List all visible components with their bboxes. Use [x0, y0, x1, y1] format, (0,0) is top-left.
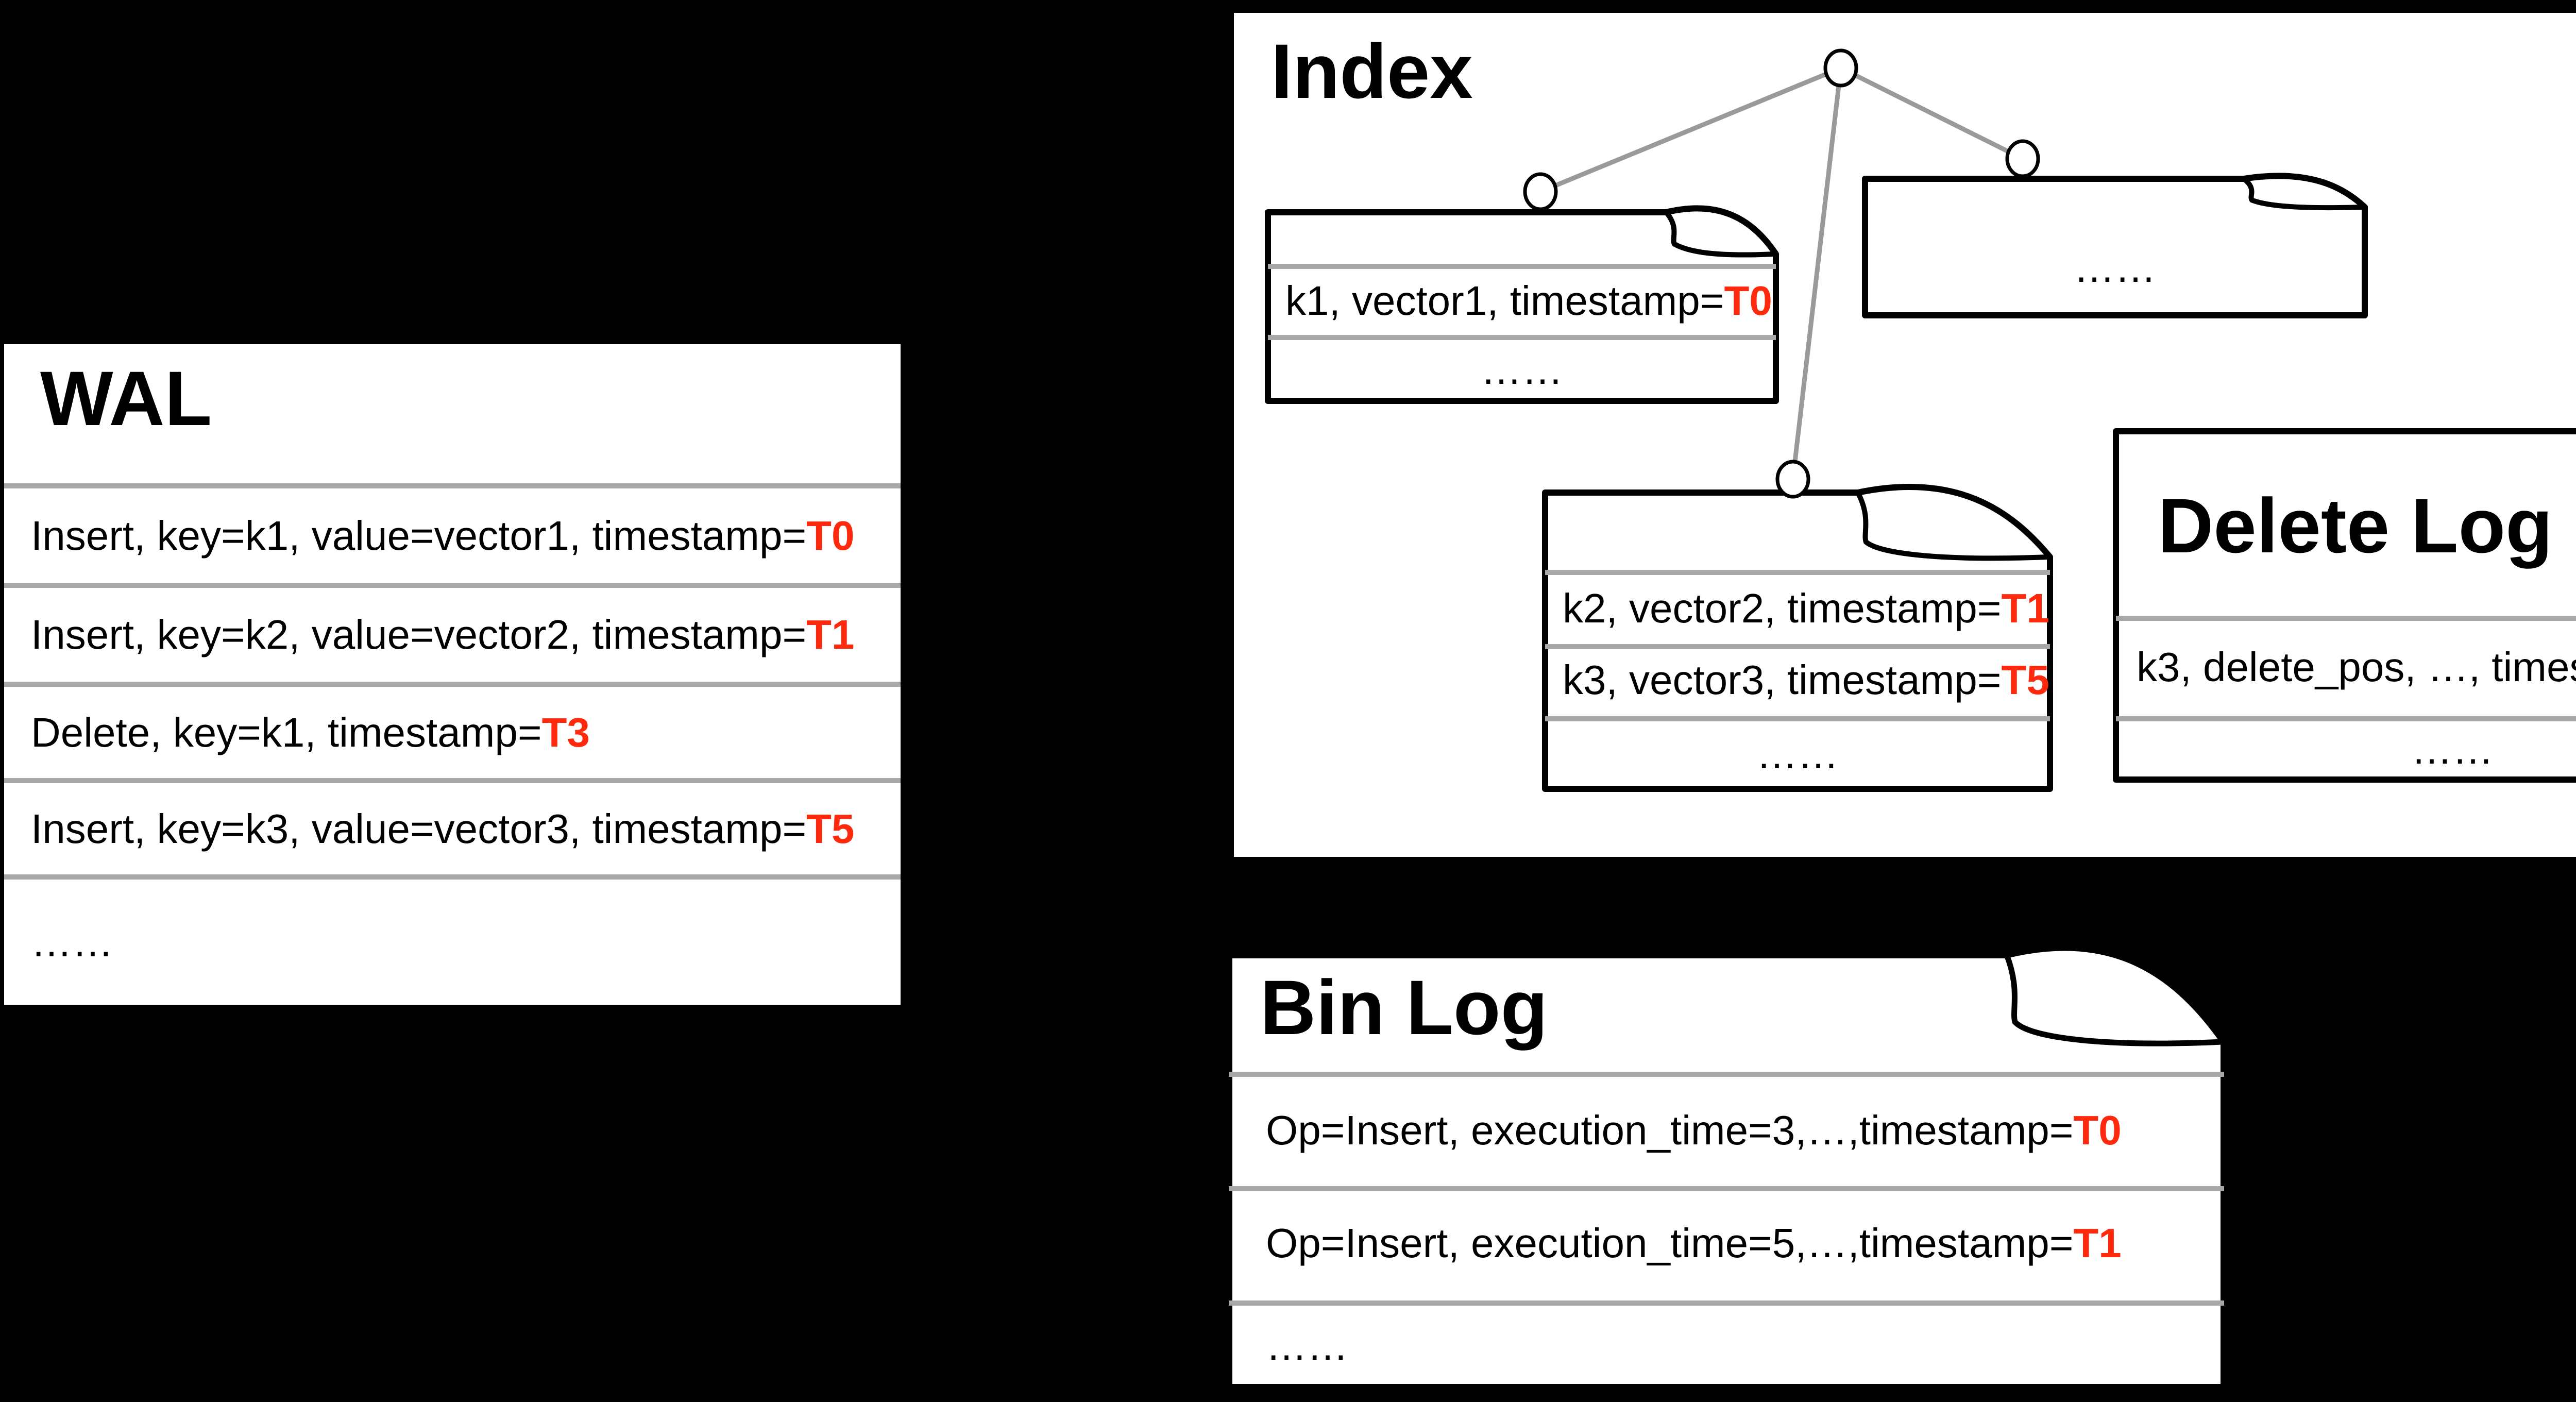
ellipsis-text: …… — [1481, 346, 1563, 393]
delete-log-row-k3: k3, delete_pos, …, timestamp=T3 — [2116, 618, 2576, 716]
tree-node-right — [2005, 139, 2040, 178]
wal-row-text: Insert, key=k3, value=vector3, timestamp… — [31, 805, 855, 852]
wal-panel: WAL Insert, key=k1, value=vector1, times… — [4, 344, 901, 1005]
delete-log-row-text: k3, delete_pos, …, timestamp=T3 — [2137, 644, 2576, 690]
row-separator — [2116, 616, 2576, 621]
tree-node-root — [1823, 48, 1858, 88]
segment-row-ellipsis: …… — [1268, 335, 1776, 404]
timestamp-value: T0 — [2073, 1107, 2122, 1153]
bin-log-row-t1: Op=Insert, execution_time=5,…,timestamp=… — [1229, 1186, 2224, 1300]
bin-log-row-text: Op=Insert, execution_time=3,…,timestamp=… — [1266, 1107, 2122, 1153]
row-separator — [1545, 644, 2050, 649]
timestamp-value: T0 — [806, 512, 855, 559]
ellipsis-text: …… — [31, 919, 113, 965]
row-separator — [1545, 716, 2050, 721]
delete-log-row-ellipsis: …… — [2116, 716, 2576, 783]
bin-log-title: Bin Log — [1260, 964, 1548, 1051]
document-shape — [1542, 483, 2053, 792]
index-segment-file-more: …… — [1861, 173, 2368, 319]
index-segment-file-k1: k1, vector1, timestamp=T0 …… — [1264, 205, 1780, 404]
bin-log-row-text: Op=Insert, execution_time=5,…,timestamp=… — [1266, 1220, 2122, 1266]
timestamp-value: T5 — [806, 805, 855, 852]
wal-row-delete-k1: Delete, key=k1, timestamp=T3 — [4, 682, 901, 778]
segment-row-k3: k3, vector3, timestamp=T5 — [1545, 644, 2050, 716]
wal-row-ellipsis: …… — [4, 874, 901, 1005]
document-fold-corner — [2241, 176, 2365, 211]
tree-edge-right — [1839, 65, 2024, 161]
ellipsis-text: …… — [2411, 727, 2494, 772]
document-outline — [2113, 428, 2576, 783]
wal-row-text: Delete, key=k1, timestamp=T3 — [31, 709, 590, 755]
delete-log-title: Delete Log — [2158, 482, 2553, 569]
row-separator — [1545, 570, 2050, 575]
tree-edge-left — [1539, 65, 1842, 194]
wal-row-text: Insert, key=k1, value=vector1, timestamp… — [31, 512, 855, 559]
document-shape — [1226, 944, 2227, 1391]
document-outline — [1542, 483, 2053, 792]
wal-title-row: WAL — [4, 344, 901, 483]
row-separator — [1229, 1300, 2224, 1306]
segment-row-ellipsis: …… — [1865, 216, 2365, 319]
delete-log-file: Delete Log k3, delete_pos, …, timestamp=… — [2112, 428, 2576, 783]
segment-row-text: k1, vector1, timestamp=T0 — [1285, 277, 1772, 324]
timestamp-value: T5 — [2001, 657, 2049, 703]
segment-row-text: k3, vector3, timestamp=T5 — [1563, 657, 2049, 703]
segment-row-k1: k1, vector1, timestamp=T0 — [1268, 266, 1776, 335]
wal-row-insert-k1: Insert, key=k1, value=vector1, timestamp… — [4, 483, 901, 583]
timestamp-value: T1 — [806, 612, 855, 657]
timestamp-value: T3 — [541, 709, 590, 755]
segment-row-ellipsis: …… — [1545, 716, 2050, 792]
segment-row-k2: k2, vector2, timestamp=T1 — [1545, 572, 2050, 644]
row-separator — [1229, 1186, 2224, 1191]
document-fold-corner — [1664, 210, 1776, 258]
ellipsis-text: …… — [2074, 244, 2156, 291]
timestamp-value: T1 — [2073, 1220, 2122, 1266]
document-fold-corner — [2004, 952, 2225, 1046]
row-separator — [1229, 1072, 2224, 1077]
wal-title: WAL — [40, 355, 212, 442]
bin-log-row-t0: Op=Insert, execution_time=3,…,timestamp=… — [1229, 1074, 2224, 1186]
row-separator — [1268, 335, 1776, 340]
timestamp-value: T1 — [2001, 585, 2049, 631]
index-segment-file-k2-k3: k2, vector2, timestamp=T1 k3, vector3, t… — [1541, 483, 2054, 792]
bin-log-file: Bin Log Op=Insert, execution_time=3,…,ti… — [1225, 944, 2228, 1391]
bin-log-row-ellipsis: …… — [1229, 1300, 2224, 1391]
row-separator — [1268, 264, 1776, 269]
document-shape — [2113, 428, 2576, 783]
wal-row-insert-k2: Insert, key=k2, value=vector2, timestamp… — [4, 583, 901, 682]
document-shape — [1862, 173, 2368, 318]
document-outline — [1226, 944, 2227, 1391]
index-title: Index — [1271, 28, 1473, 114]
index-panel: Index k1, vector1, timestamp=T0 …… …… k2… — [1234, 13, 2576, 857]
document-fold-corner — [1855, 490, 2050, 561]
ellipsis-text: …… — [1266, 1323, 1348, 1369]
row-separator — [2116, 716, 2576, 721]
wal-row-insert-k3: Insert, key=k3, value=vector3, timestamp… — [4, 778, 901, 874]
timestamp-value: T0 — [1724, 277, 1772, 324]
wal-row-text: Insert, key=k2, value=vector2, timestamp… — [31, 612, 855, 657]
ellipsis-text: …… — [1756, 731, 1839, 777]
document-shape — [1265, 205, 1779, 404]
segment-row-text: k2, vector2, timestamp=T1 — [1563, 585, 2049, 631]
tree-node-left — [1523, 172, 1558, 211]
tree-edge-middle — [1790, 67, 1843, 480]
